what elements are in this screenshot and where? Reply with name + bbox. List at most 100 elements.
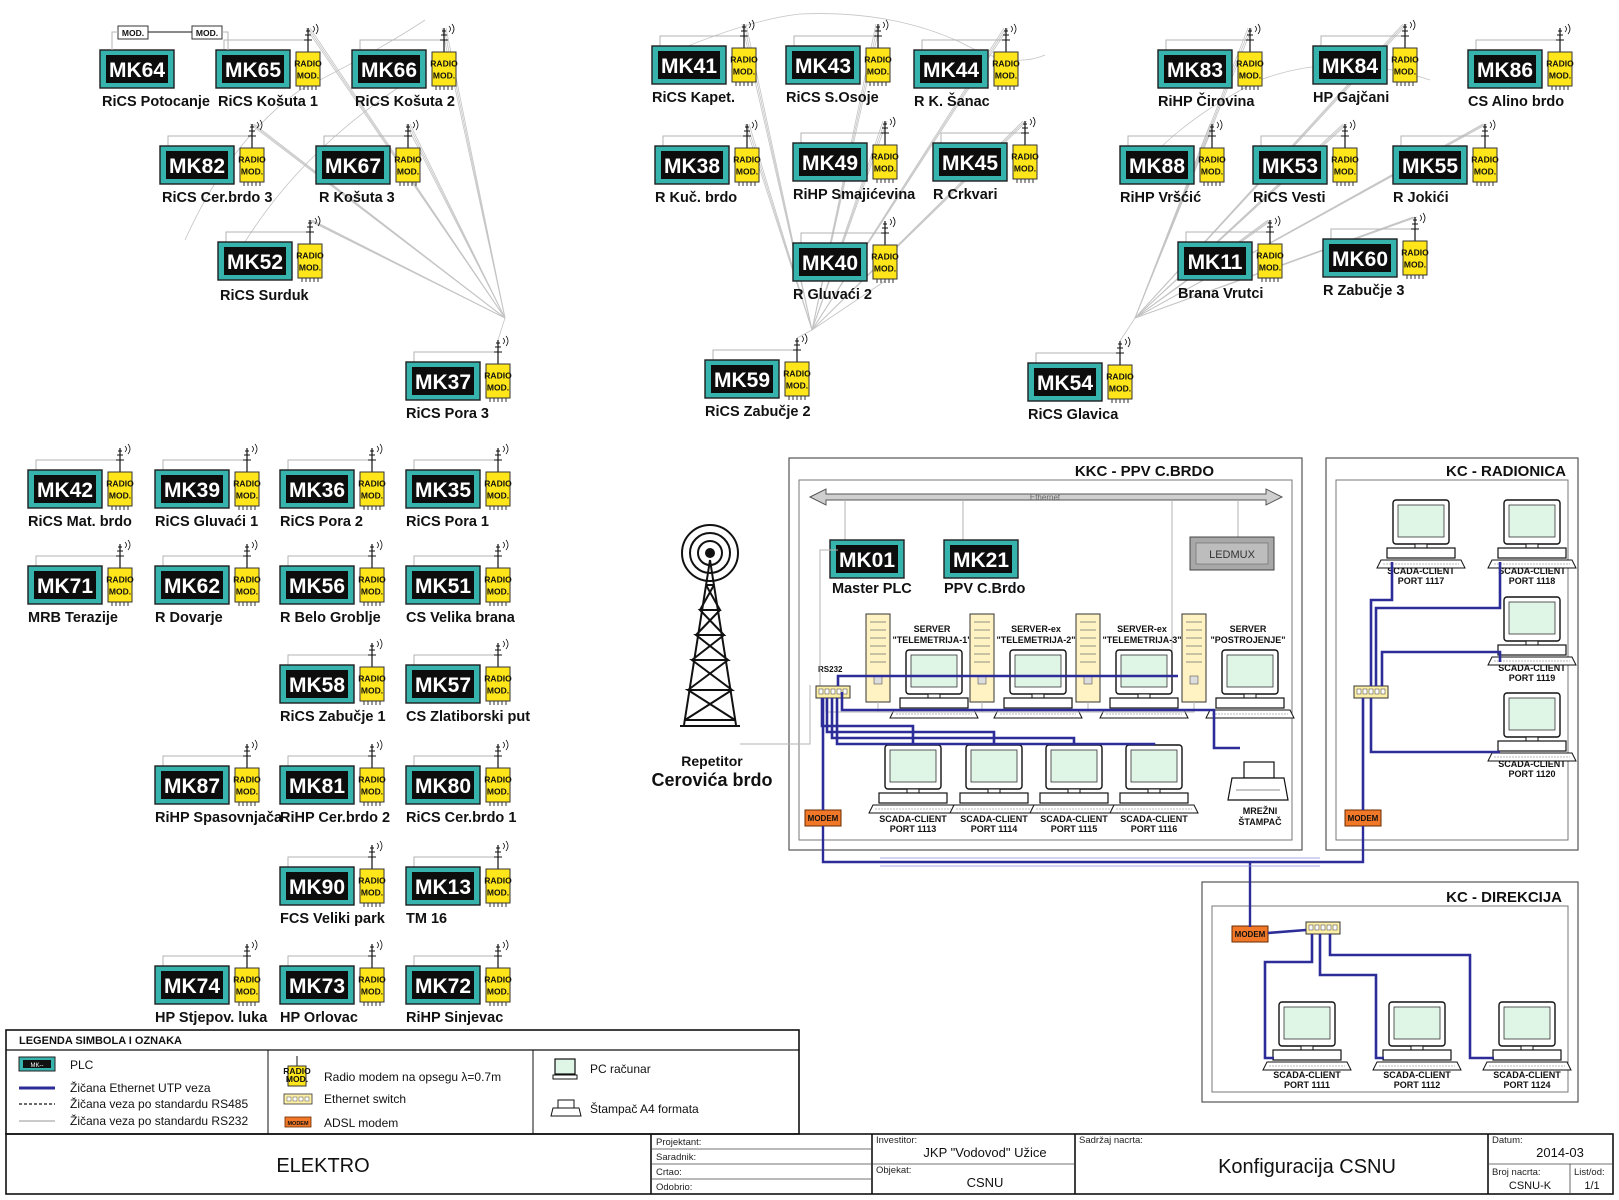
plc-display [412, 971, 474, 999]
plc-mk54: MK54 [1027, 362, 1103, 402]
radio-label-line2: MOD. [736, 167, 758, 177]
client-caption-line1: SCADA-CLIENT [1040, 814, 1108, 824]
plc-label: MK49 [802, 152, 858, 175]
radio-body [359, 567, 385, 603]
plc-mk57: MK57 [405, 664, 481, 704]
ethernet-switch [1353, 685, 1389, 699]
radio-link [311, 219, 506, 319]
antenna-elements [243, 450, 251, 461]
radio-label-line1: RADIO [1401, 247, 1429, 257]
radio-label-line1: RADIO [1198, 154, 1226, 164]
client-caption-line1: SCADA-CLIENT [1498, 663, 1566, 673]
radio-waves [312, 23, 319, 35]
monitor-screen [970, 749, 1018, 783]
station-name: CS Zlatiborski put [406, 709, 530, 725]
switch-port [1374, 688, 1380, 695]
plc-display [222, 55, 284, 83]
monitor-screen [889, 749, 937, 783]
antenna-elements [116, 450, 124, 461]
antenna-elements [306, 222, 314, 233]
radio-body [485, 967, 511, 1003]
radio-pins [363, 602, 381, 606]
fan-arc-a [184, 19, 426, 241]
radio-label-line1: RADIO [783, 368, 811, 378]
server-caption-line1: SERVER-ex [1011, 624, 1061, 634]
radio-label-line2: MOD. [236, 491, 258, 501]
monitor-screen [1393, 1006, 1441, 1040]
plc-mk82: MK82 [159, 145, 235, 185]
switch-port [1362, 688, 1368, 695]
plc-label: MK64 [109, 59, 165, 82]
antenna-elements [243, 946, 251, 957]
radio-pins [489, 1002, 507, 1006]
radio-body [734, 147, 760, 183]
radio-waves [502, 840, 509, 852]
legend-ethernet: Žičana Ethernet UTP veza [70, 1080, 211, 1095]
antenna-elements [494, 342, 502, 353]
radio-label-line1: RADIO [1011, 151, 1039, 161]
station-name: RiHP Čirovina [1158, 92, 1255, 110]
dir-eth-2 [1318, 934, 1384, 1060]
plc-display [412, 771, 474, 799]
radio-link [253, 123, 506, 319]
client-caption-line1: SCADA-CLIENT [1273, 1070, 1341, 1080]
station-name: RiCS Surduk [220, 288, 310, 304]
station-name: R Gluvaći 2 [793, 287, 872, 303]
radio-body [1402, 240, 1428, 276]
plc-display [34, 475, 96, 503]
radio-body [872, 144, 898, 180]
radio-label-line1: RADIO [484, 774, 512, 784]
plc-display [950, 545, 1012, 573]
plc-display [1399, 151, 1461, 179]
plc-mk71: MK71 [27, 565, 103, 605]
plc-label: MK43 [795, 55, 851, 78]
tb-datum-label: Datum: [1492, 1135, 1523, 1146]
plc-label: MK66 [361, 59, 417, 82]
radio-waves [1564, 23, 1571, 35]
radio-waves [376, 939, 383, 951]
radio-body [485, 567, 511, 603]
plc-mk01: MK01 [829, 539, 905, 579]
radio-pins [1203, 182, 1221, 186]
plc-label: MK87 [164, 775, 220, 798]
plc-mk84: MK84 [1312, 45, 1388, 85]
plc-label: MK21 [953, 549, 1009, 572]
printer-ethernet [840, 692, 1240, 750]
kkc-modem: MODEM [804, 698, 842, 827]
radio-label-line1: RADIO [358, 875, 386, 885]
plc-mk74: MK74 [154, 965, 230, 1005]
client-caption-line1: SCADA-CLIENT [1383, 1070, 1451, 1080]
plc-mk36: MK36 [279, 469, 355, 509]
radio-waves [251, 939, 258, 951]
plc-display [711, 365, 773, 393]
server-caption-line1: SERVER-ex [1117, 624, 1167, 634]
ethernet-switch [815, 685, 851, 699]
tb-odobrio: Odobrio: [656, 1182, 692, 1193]
plc-mk66: MK66 [351, 49, 427, 89]
radio-body [485, 767, 511, 803]
radio-label-line1: RADIO [1236, 58, 1264, 68]
radio-waves [124, 539, 131, 551]
radio-label-line2: MOD. [299, 263, 321, 273]
printer-body [1227, 777, 1289, 801]
plc-label: MK58 [289, 674, 345, 697]
client-caption-line1: SCADA-CLIENT [960, 814, 1028, 824]
radio-label-line1: RADIO [1256, 250, 1284, 260]
antenna-elements [368, 746, 376, 757]
monitor-screen [1120, 654, 1168, 688]
radio-label-line1: RADIO [233, 974, 261, 984]
